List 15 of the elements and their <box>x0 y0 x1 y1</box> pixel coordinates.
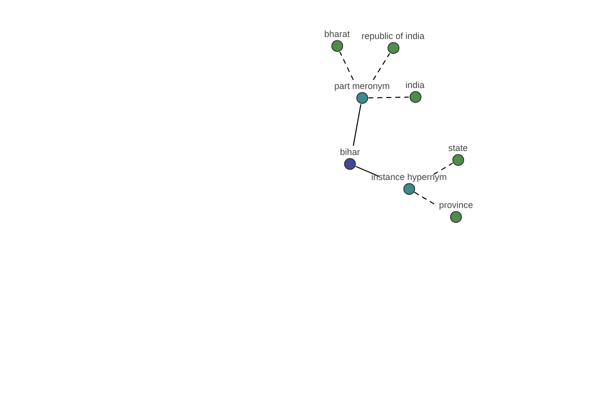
node-label: bihar <box>339 147 361 158</box>
node-label: province <box>438 200 474 211</box>
node-label: india <box>404 80 426 91</box>
dashed-connector-line <box>368 96 410 98</box>
node-label: republic of india <box>360 31 426 42</box>
connector-line <box>352 104 362 146</box>
connector-line <box>355 166 380 177</box>
dashed-connector-line <box>433 162 454 175</box>
node-label: part meronym <box>333 81 391 92</box>
dashed-connector-line <box>372 52 390 80</box>
node-label: state <box>447 143 469 154</box>
node-label: instance hypernym <box>370 172 448 183</box>
dashed-connector-line <box>339 51 354 80</box>
node-label: bharat <box>323 29 351 40</box>
dashed-connector-line <box>414 192 438 206</box>
